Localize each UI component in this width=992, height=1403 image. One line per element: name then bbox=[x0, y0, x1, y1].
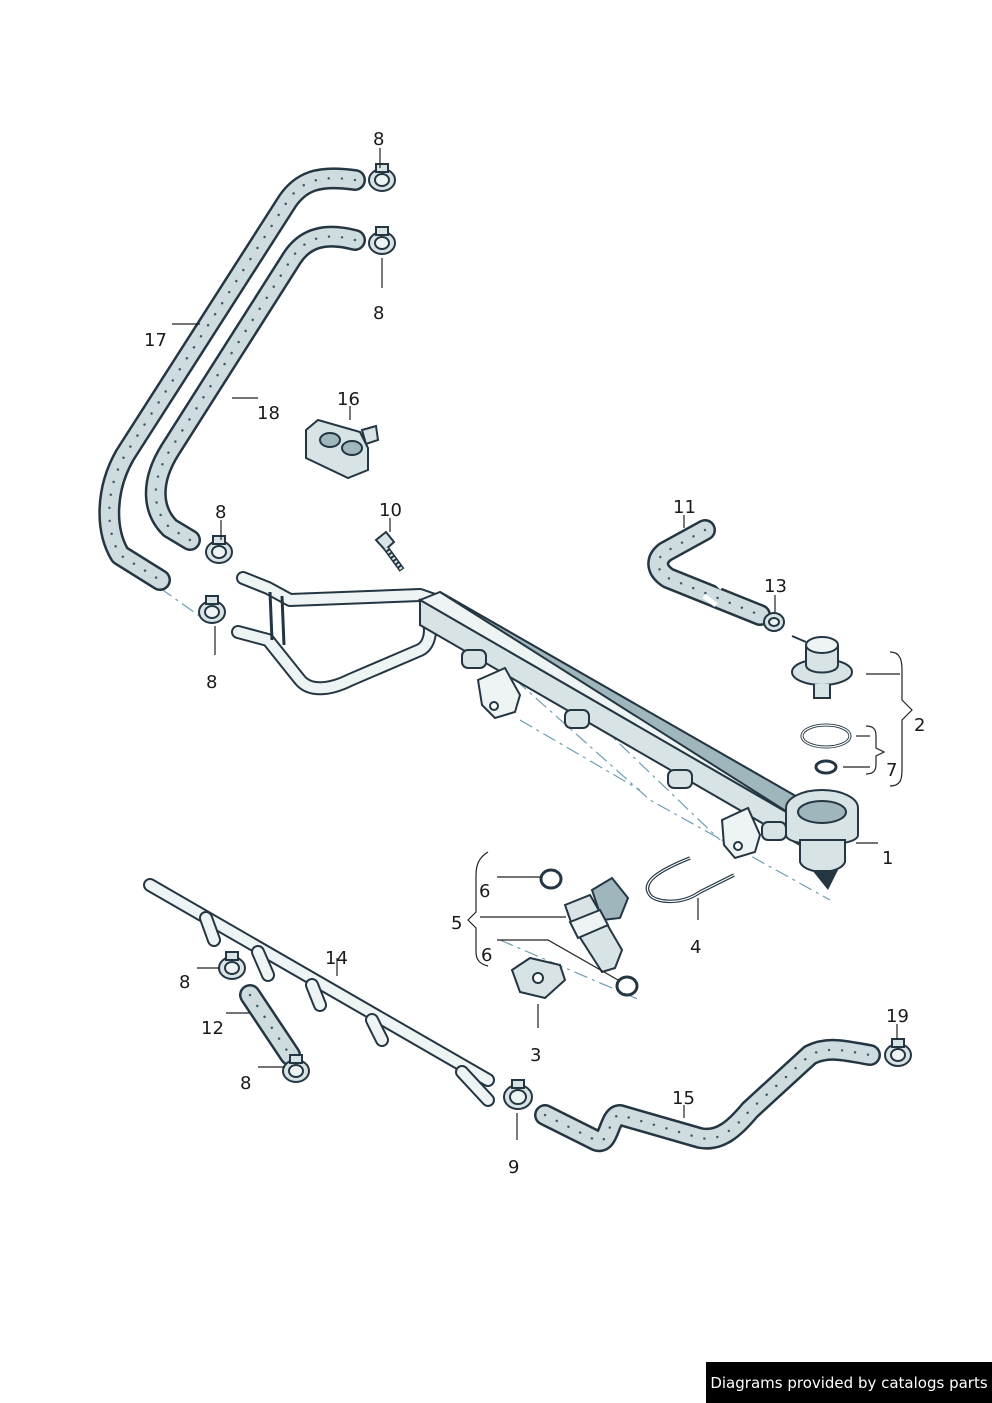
bolt-10 bbox=[374, 530, 405, 572]
callout-labels: 8 8 17 18 16 8 10 11 13 8 2 7 1 6 5 6 4 … bbox=[144, 129, 925, 1178]
callout-16: 16 bbox=[337, 389, 360, 410]
callout-4: 4 bbox=[690, 937, 701, 958]
hose-clamp-8-second bbox=[368, 226, 396, 255]
callout-1: 1 bbox=[882, 848, 893, 869]
callout-8: 8 bbox=[373, 303, 384, 324]
callout-17: 17 bbox=[144, 330, 167, 351]
callout-9: 9 bbox=[508, 1157, 519, 1178]
callout-2: 2 bbox=[914, 715, 925, 736]
hose-18 bbox=[144, 225, 366, 551]
hose-11 bbox=[647, 519, 771, 626]
callout-12: 12 bbox=[201, 1018, 224, 1039]
callout-19: 19 bbox=[886, 1006, 909, 1027]
hose-clamp-19 bbox=[884, 1038, 912, 1067]
callout-15: 15 bbox=[672, 1088, 695, 1109]
callout-18: 18 bbox=[257, 403, 280, 424]
hose-clamp-9 bbox=[503, 1079, 533, 1110]
callout-3: 3 bbox=[530, 1045, 541, 1066]
callout-14: 14 bbox=[325, 948, 348, 969]
injector-5 bbox=[539, 868, 639, 997]
clip-3 bbox=[510, 956, 567, 1000]
fuel-distributor-14 bbox=[143, 878, 495, 1107]
hose-17 bbox=[98, 167, 366, 591]
pressure-regulator bbox=[791, 635, 853, 699]
hose-clamps bbox=[198, 163, 912, 1110]
hose-clamp-8-left-lower bbox=[198, 595, 226, 624]
callout-8: 8 bbox=[373, 129, 384, 150]
holder-16 bbox=[305, 418, 380, 480]
hose-clamp-13 bbox=[763, 612, 785, 632]
callout-8: 8 bbox=[215, 502, 226, 523]
callout-8: 8 bbox=[206, 672, 217, 693]
rail-injector-ports bbox=[461, 649, 787, 841]
hose-clamp-8-top bbox=[368, 163, 396, 192]
assembly-axis-lines bbox=[159, 587, 831, 1001]
group-braces bbox=[467, 651, 913, 967]
callout-10: 10 bbox=[379, 500, 402, 521]
callout-8: 8 bbox=[179, 972, 190, 993]
hose-clamp-8-left-upper bbox=[205, 535, 233, 564]
callout-6: 6 bbox=[481, 945, 492, 966]
retaining-clip-4 bbox=[645, 856, 735, 904]
hose-15 bbox=[534, 1038, 881, 1153]
hose-clamp-8-distributor bbox=[218, 951, 246, 980]
callout-11: 11 bbox=[673, 497, 696, 518]
callout-8: 8 bbox=[240, 1073, 251, 1094]
callout-6: 6 bbox=[479, 881, 490, 902]
callout-5: 5 bbox=[451, 913, 462, 934]
o-rings-7 bbox=[800, 723, 852, 775]
hose-clamp-8-bottom bbox=[282, 1054, 310, 1083]
fuel-pipes bbox=[231, 571, 447, 696]
callout-7: 7 bbox=[886, 760, 897, 781]
hose-12 bbox=[239, 984, 301, 1066]
credit-banner: Diagrams provided by catalogs parts bbox=[706, 1362, 992, 1403]
callout-13: 13 bbox=[764, 576, 787, 597]
leader-lines bbox=[172, 148, 900, 1140]
fuel-rail bbox=[417, 590, 859, 890]
